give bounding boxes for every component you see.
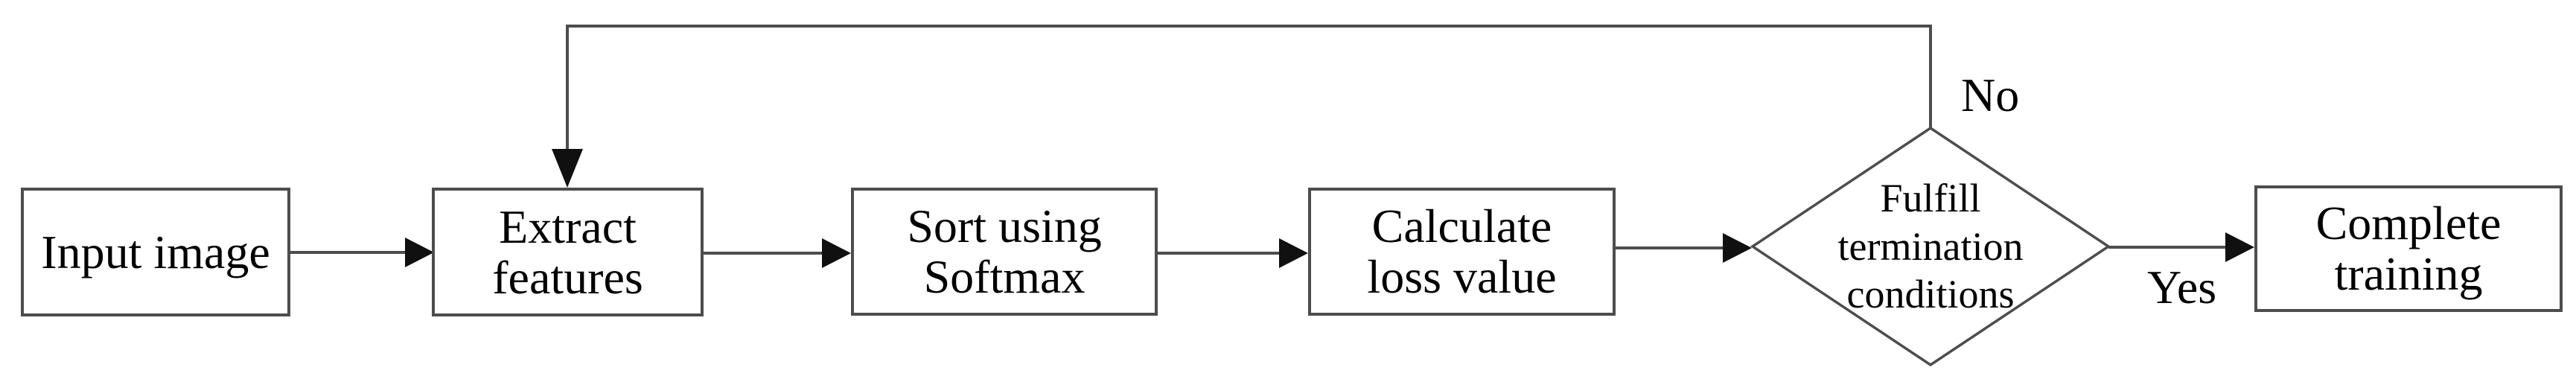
node-extract-features-label: Extract features — [492, 200, 643, 304]
node-complete-training: Complete training — [2254, 185, 2563, 312]
decision-diamond-shape — [1750, 126, 2111, 367]
node-termination-decision-label: Fulfill termination conditions — [1837, 175, 2024, 317]
node-extract-features: Extract features — [432, 188, 704, 316]
node-termination-decision: Fulfill termination conditions — [1796, 175, 2065, 317]
arrowhead-extract-to-sort — [822, 238, 851, 268]
edge-label-no: No — [1961, 69, 2020, 121]
arrowhead-no-loop-to-extract — [552, 149, 583, 188]
node-sort-using-softmax-label: Sort using Softmax — [907, 200, 1102, 303]
arrowhead-yes-decision-to-complete — [2225, 232, 2254, 262]
arrowhead-input-to-extract — [405, 238, 434, 267]
arrowhead-calculate-to-decision — [1723, 233, 1752, 263]
node-input-image-label: Input image — [41, 225, 270, 278]
node-input-image: Input image — [21, 188, 290, 316]
node-calculate-loss-value-label: Calculate loss value — [1367, 200, 1557, 303]
node-complete-training-label: Complete training — [2315, 197, 2502, 300]
edge-label-yes: Yes — [2147, 261, 2217, 313]
node-calculate-loss-value: Calculate loss value — [1308, 188, 1616, 316]
node-sort-using-softmax: Sort using Softmax — [851, 188, 1158, 316]
arrowhead-sort-to-calculate — [1279, 238, 1308, 268]
no-loop-line — [566, 25, 1932, 184]
